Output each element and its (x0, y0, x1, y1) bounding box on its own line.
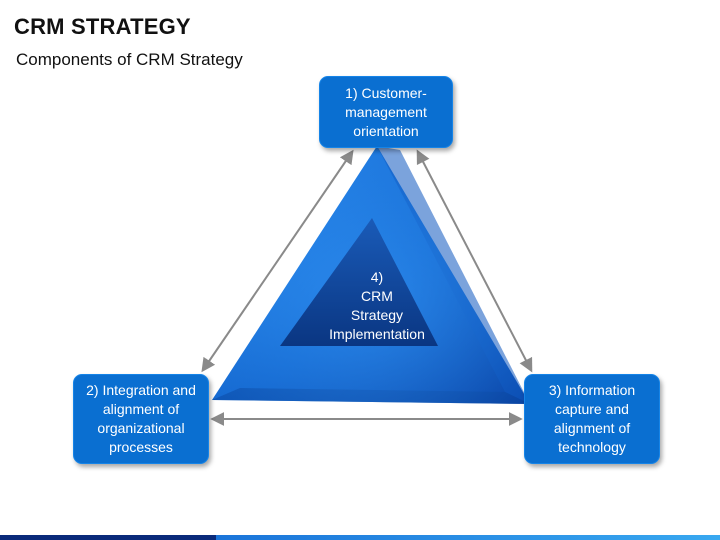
footer-accent-bar (0, 535, 720, 540)
page-title: CRM STRATEGY (14, 14, 191, 39)
center-line-3: Implementation (329, 326, 425, 342)
arrow-node1-node3 (416, 149, 533, 373)
node-1-label: 1) Customer-management orientation (345, 84, 427, 139)
center-label: 4) CRM Strategy Implementation (316, 268, 438, 344)
page-subtitle: Components of CRM Strategy (16, 50, 243, 69)
node-integration-alignment-processes: 2) Integration and alignment of organiza… (73, 374, 209, 464)
node-information-capture-technology: 3) Information capture and alignment of … (524, 374, 660, 464)
node-2-label: 2) Integration and alignment of organiza… (86, 382, 196, 455)
center-line-1: CRM (361, 288, 393, 304)
center-number: 4) (370, 269, 384, 285)
node-3-label: 3) Information capture and alignment of … (548, 382, 636, 455)
arrow-node1-node2 (201, 149, 354, 373)
node-customer-management-orientation: 1) Customer-management orientation (319, 76, 453, 148)
center-line-2: Strategy (350, 307, 404, 323)
